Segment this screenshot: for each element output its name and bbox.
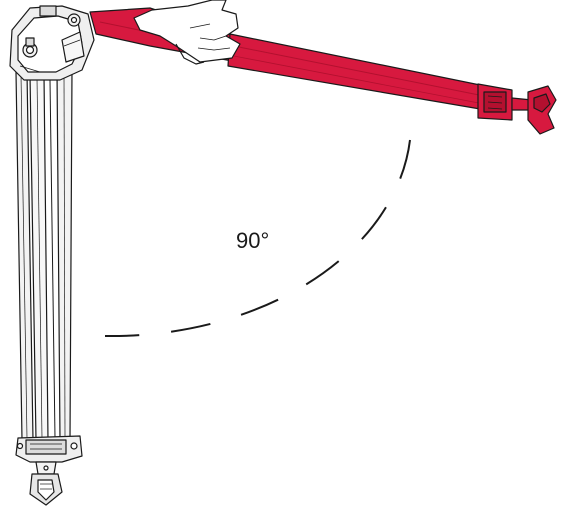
foot-spike-icon (29, 461, 63, 506)
angle-arc (104, 139, 411, 338)
angle-label: 90° (236, 228, 269, 253)
leg-lock-icon (25, 37, 35, 47)
tripod-head (9, 5, 95, 81)
hand-icon (133, 0, 241, 65)
vertical-legs (15, 69, 83, 506)
raised-leg-tube (227, 33, 487, 111)
